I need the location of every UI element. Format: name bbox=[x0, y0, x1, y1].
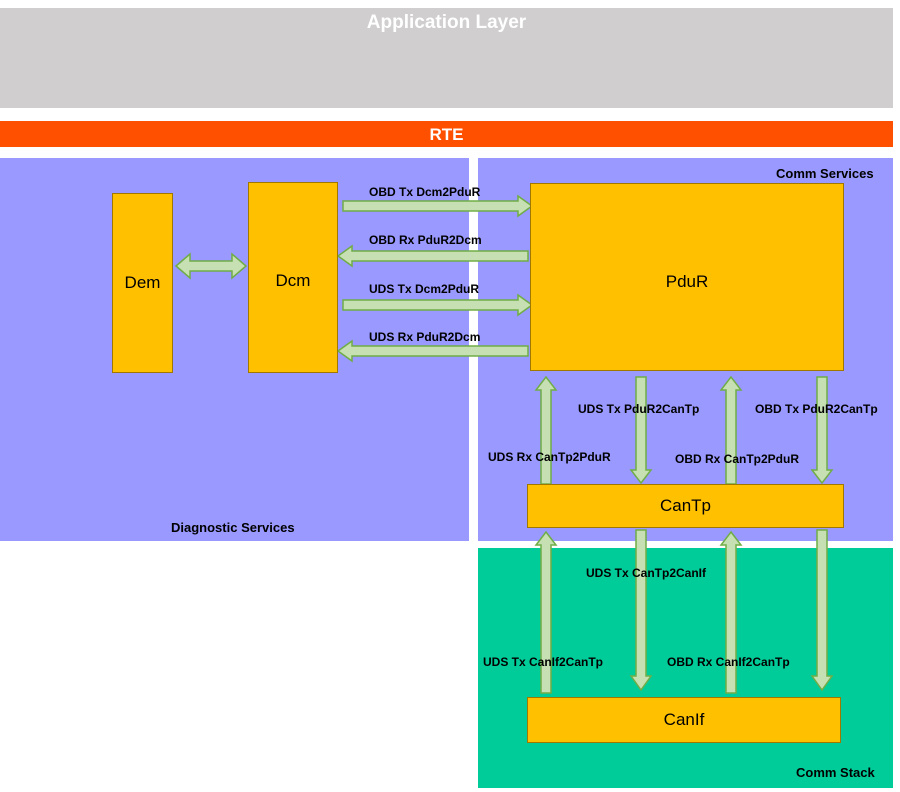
dem-label: Dem bbox=[124, 273, 161, 292]
flow-label-uds-tx-canif2cantp: UDS Tx CanIf2CanTp bbox=[483, 655, 604, 669]
uds-tx-canif2cantp-arrow bbox=[534, 530, 558, 694]
cantp-module: CanTp bbox=[527, 484, 844, 528]
flow-label-uds-tx-pdur2cantp: UDS Tx PduR2CanTp bbox=[578, 402, 700, 416]
flow-label-uds-tx-dcm2pdur: UDS Tx Dcm2PduR bbox=[369, 282, 480, 296]
uds-tx-cantp2canif-arrow bbox=[629, 529, 653, 692]
obd-rx-pdur2dcm-arrow bbox=[336, 244, 529, 268]
flow-label-obd-rx-pdur2dcm: OBD Rx PduR2Dcm bbox=[369, 233, 482, 247]
comm-stack-label: Comm Stack bbox=[796, 765, 875, 780]
cantp-label: CanTp bbox=[659, 496, 712, 515]
flow-label-uds-rx-cantp2pdur: UDS Rx CanTp2PduR bbox=[488, 450, 611, 464]
dem-module: Dem bbox=[112, 193, 173, 373]
pdur-module: PduR bbox=[530, 183, 844, 371]
uds-rx-pdur2dcm-arrow bbox=[336, 339, 529, 363]
uds-tx-pdur2cantp-arrow bbox=[629, 376, 653, 485]
dem-dcm-arrow bbox=[174, 252, 248, 280]
pdur-label: PduR bbox=[665, 272, 709, 291]
dcm-label: Dcm bbox=[275, 271, 311, 290]
application-layer-title: Application Layer bbox=[366, 12, 527, 33]
uds-tx-dcm2pdur-arrow bbox=[342, 293, 534, 317]
obd-rx-cantp2pdur-arrow bbox=[719, 375, 743, 485]
flow-label-uds-rx-pdur2dcm: UDS Rx PduR2Dcm bbox=[369, 330, 481, 344]
uds-rx-cantp2pdur-arrow bbox=[534, 375, 558, 485]
flow-label-obd-rx-canif2cantp: OBD Rx CanIf2CanTp bbox=[667, 655, 790, 669]
canif-label: CanIf bbox=[663, 710, 705, 729]
obd-tx-dcm2pdur-arrow bbox=[342, 194, 534, 218]
application-layer bbox=[0, 8, 893, 108]
obd-rx-canif2cantp-arrow bbox=[719, 530, 743, 694]
dcm-module: Dcm bbox=[248, 182, 338, 373]
flow-label-obd-rx-cantp2pdur: OBD Rx CanTp2PduR bbox=[675, 452, 800, 466]
flow-label-uds-tx-cantp2canif: UDS Tx CanTp2CanIf bbox=[586, 566, 707, 580]
rte-layer: RTE bbox=[0, 121, 893, 147]
stack-right-downlink-arrow bbox=[810, 529, 834, 692]
flow-label-obd-tx-pdur2cantp: OBD Tx PduR2CanTp bbox=[755, 402, 878, 416]
comm-services-label: Comm Services bbox=[776, 166, 874, 181]
flow-label-obd-tx-dcm2pdur: OBD Tx Dcm2PduR bbox=[369, 185, 481, 199]
diagnostic-services-label: Diagnostic Services bbox=[171, 520, 295, 535]
canif-module: CanIf bbox=[527, 697, 841, 743]
obd-tx-pdur2cantp-arrow bbox=[810, 376, 834, 485]
